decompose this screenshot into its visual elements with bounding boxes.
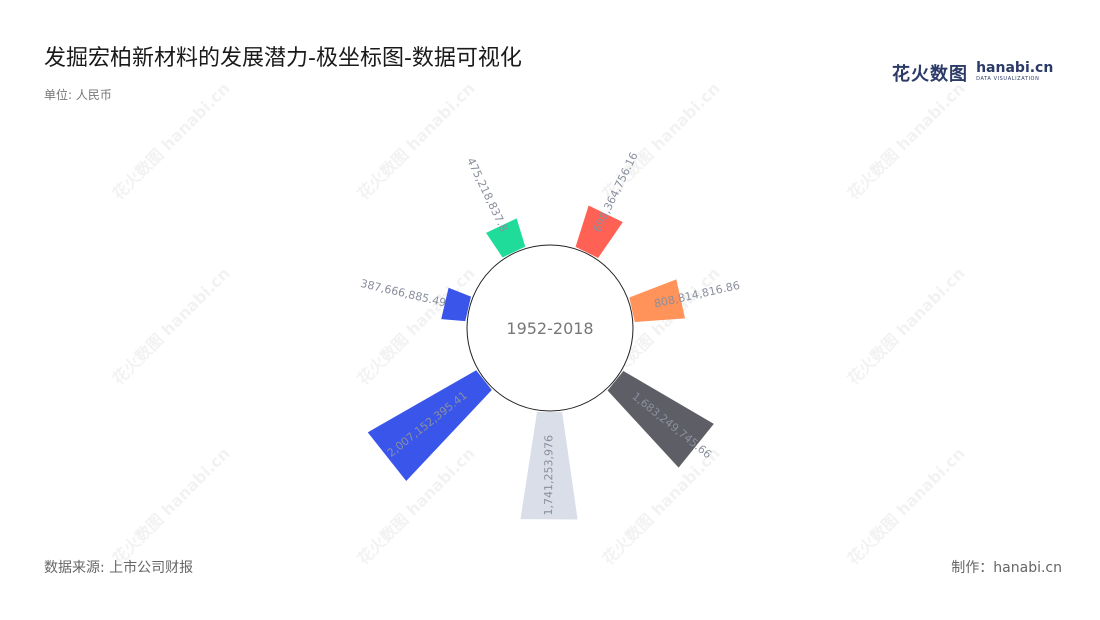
logo-sub-text: DATA VISUALIZATION [976,76,1040,82]
credit: 制作：hanabi.cn [951,560,1062,576]
data-source: 数据来源: 上市公司财报 [44,560,194,576]
bar-3 [607,370,714,468]
chart-title: 发掘宏柏新材料的发展潜力-极坐标图-数据可视化 [44,46,522,71]
center-label: 1952-2018 [506,319,593,338]
bar-2 [629,279,686,322]
bar-7 [486,218,526,258]
bar-5 [367,370,492,482]
logo-cn-text: 花火数图 [892,64,968,85]
value-label-4: 1,741,253,976 [542,435,555,516]
value-label-6: 387,666,885.49 [359,277,447,310]
logo-en-text: hanabi.cn [976,60,1054,76]
bar-4 [520,412,578,520]
bar-6 [441,287,471,322]
brand-logo: 花火数图 hanabi.cn DATA VISUALIZATION [892,60,1053,88]
value-label-7: 475,218,837.8 [464,156,510,234]
unit-label: 单位: 人民币 [44,88,112,102]
center-circle [466,244,634,412]
bar-1 [575,205,623,258]
logo-en-block: hanabi.cn DATA VISUALIZATION [976,61,1053,83]
